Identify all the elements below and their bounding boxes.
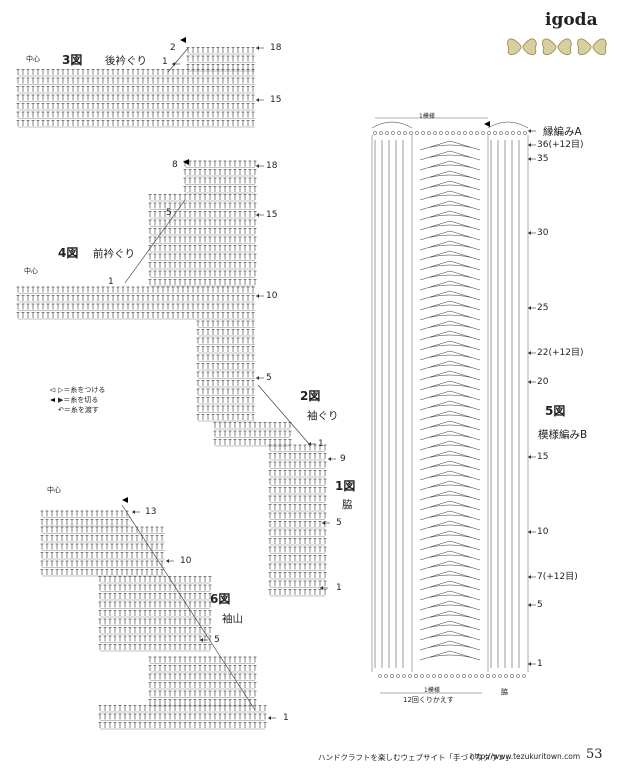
fig1-name: 脇 xyxy=(342,499,353,511)
fig6-row-1: 1 xyxy=(283,713,289,723)
fig6-row-5: 5 xyxy=(214,635,220,645)
fig4-center-label: 中心 xyxy=(24,267,38,275)
fig4-row-8: 8 xyxy=(172,160,178,170)
fig4-title: 4図 xyxy=(58,246,79,260)
fig5-row-20: 20 xyxy=(537,377,549,387)
fig4-row-5: 5 xyxy=(266,373,272,383)
fig3-center-label: 中心 xyxy=(26,55,40,63)
fig5-row-10: 10 xyxy=(537,527,549,537)
fig6-row-13: 13 xyxy=(145,507,157,517)
fig5-row-5: 5 xyxy=(537,600,543,610)
legend-carry-thread: ↶＝糸を渡す xyxy=(58,406,99,414)
fig4-row-5-left: 5 xyxy=(166,208,172,218)
fig6-center-label: 中心 xyxy=(47,486,61,494)
fig5-row-22: 22(+12目) xyxy=(537,348,584,358)
fig5-bottom-repeat-label: 1模様 xyxy=(424,687,440,694)
fig5-name: 模様編みB xyxy=(538,429,588,441)
symbol-legend: ▷＝糸をつける ▶＝糸を切る ↶＝糸を渡す xyxy=(58,385,105,415)
fig3-row-2: 2 xyxy=(170,43,176,53)
fig4-row-18: 18 xyxy=(266,161,278,171)
fig3-row-15: 15 xyxy=(270,95,282,105)
page-number: 53 xyxy=(586,747,603,762)
footer-site-text: ハンドクラフトを楽しむウェブサイト「手づくりタウン」 xyxy=(318,753,513,762)
fig6-row-10: 10 xyxy=(180,556,192,566)
fig2-title: 2図 xyxy=(300,389,321,403)
brand-logo-text: igoda xyxy=(545,10,598,30)
fig3-row-1: 1 xyxy=(162,57,168,67)
fig3-row-18: 18 xyxy=(270,43,282,53)
fig1-row-9: 9 xyxy=(340,454,346,464)
fig5-edge-name: 縁編みA xyxy=(543,126,582,138)
fig5-title: 5図 xyxy=(545,404,566,418)
fig5-side-label: 脇 xyxy=(501,688,508,696)
fig5-row-1: 1 xyxy=(537,659,543,669)
fig6-title: 6図 xyxy=(210,592,231,606)
fig6-name: 袖山 xyxy=(222,613,243,625)
fig4-row-10: 10 xyxy=(266,291,278,301)
fig4-row-1: 1 xyxy=(108,277,114,287)
fig5-top-repeat-label: 1模様 xyxy=(419,113,435,120)
fig3-name: 後衿ぐり xyxy=(105,55,147,67)
fig2-row-1: 1 xyxy=(318,439,324,449)
fig4-name: 前衿ぐり xyxy=(93,248,135,260)
fig5-row-35: 35 xyxy=(537,154,549,164)
fig5-row-7: 7(+12目) xyxy=(537,572,578,582)
fig1-title: 1図 xyxy=(335,479,356,493)
fig5-row-30: 30 xyxy=(537,228,549,238)
fig3-title: 3図 xyxy=(62,53,83,67)
fig1-row-1: 1 xyxy=(336,583,342,593)
fig2-name: 袖ぐり xyxy=(307,410,339,422)
legend-cut-thread: ▶＝糸を切る xyxy=(58,396,99,404)
legend-join-thread: ▷＝糸をつける xyxy=(58,386,106,394)
footer-url: http://www.tezukuritown.com xyxy=(470,752,581,761)
fig5-row-15: 15 xyxy=(537,452,549,462)
fig5-row-36: 36(+12目) xyxy=(537,140,584,150)
butterfly-ornament-icon xyxy=(507,38,607,56)
fig5-row-25: 25 xyxy=(537,303,549,313)
fig5-repeat-note: 12回くりかえす xyxy=(403,696,454,704)
fig1-row-5: 5 xyxy=(336,518,342,528)
fig4-row-15: 15 xyxy=(266,210,278,220)
